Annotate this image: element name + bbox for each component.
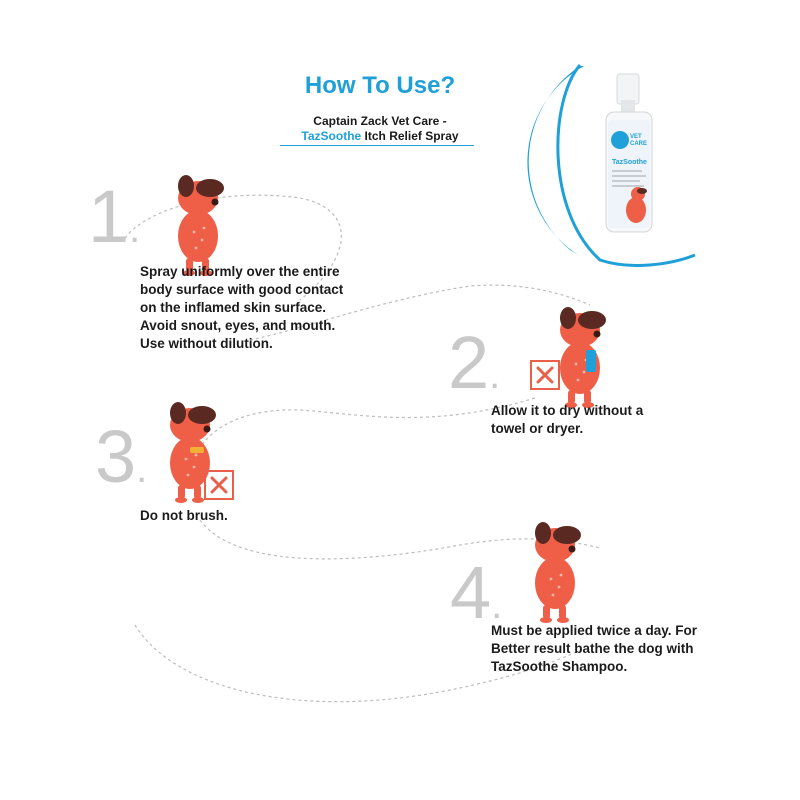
step-4-text: Must be applied twice a day. For Better … (491, 622, 741, 676)
bottle-label-name: TazSoothe (612, 159, 647, 166)
product-image: VET CARE TazSoothe (527, 64, 696, 267)
subtitle-rest: Itch Relief Spray (361, 129, 459, 143)
step-4-number: 4. (450, 551, 503, 634)
step-3-text: Do not brush. (140, 507, 300, 525)
step-4-line: Must be applied twice a day. For (491, 623, 698, 638)
step-3-number-value: 3 (95, 415, 137, 498)
step-1-line: body surface with good contact (140, 282, 344, 297)
logo-text-1: VET (630, 134, 642, 140)
subtitle-line-2: TazSoothe Itch Relief Spray (262, 129, 498, 144)
step-1-line: Avoid snout, eyes, and mouth. (140, 318, 336, 333)
step-4-line: TazSoothe Shampoo. (491, 659, 628, 674)
step-1-line: on the inflamed skin surface. (140, 300, 327, 315)
dog-illustration (170, 402, 216, 503)
subtitle-line-1: Captain Zack Vet Care - (313, 114, 447, 128)
step-2-text: Allow it to dry without a towel or dryer… (491, 402, 691, 438)
page-subtitle: Captain Zack Vet Care - TazSoothe Itch R… (262, 114, 498, 144)
step-4-number-value: 4 (450, 551, 492, 634)
towel-icon (586, 350, 596, 372)
step-3-number: 3. (95, 415, 148, 498)
step-1-number: 1. (88, 175, 141, 258)
step-4-line: Better result bathe the dog with (491, 641, 694, 656)
step-1-number-value: 1 (88, 175, 130, 258)
step-3-line: Do not brush. (140, 508, 228, 523)
dog-illustration (178, 175, 224, 276)
bottle-cap (616, 73, 640, 105)
crossed-box-icon (204, 470, 234, 500)
step-2-line: towel or dryer. (491, 421, 584, 436)
step-1-line: Spray uniformly over the entire (140, 264, 340, 279)
crossed-box-icon (530, 360, 560, 390)
dog-illustration (535, 522, 581, 623)
logo-text-2: CARE (630, 141, 647, 147)
page-title: How To Use? (304, 72, 456, 99)
subtitle-underline (280, 145, 474, 146)
brand-logo-icon (611, 131, 629, 149)
step-2-line: Allow it to dry without a (491, 403, 644, 418)
dog-illustration (560, 307, 606, 408)
brush-icon (190, 447, 204, 453)
step-1-text: Spray uniformly over the entire body sur… (140, 263, 380, 353)
step-1-line: Use without dilution. (140, 336, 273, 351)
subtitle-brand: TazSoothe (301, 129, 362, 143)
step-2-number-value: 2 (448, 321, 490, 404)
step-2-number: 2. (448, 321, 501, 404)
